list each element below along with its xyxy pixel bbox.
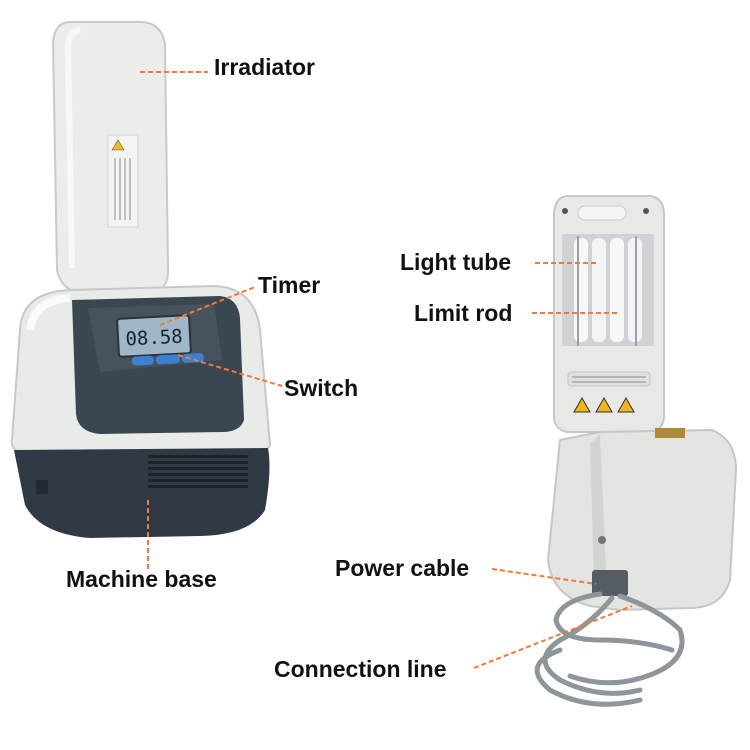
machine-base-lower (14, 448, 270, 538)
leader-connection-line (473, 605, 633, 669)
leader-timer (159, 286, 256, 326)
label-timer: Timer (258, 272, 321, 298)
cables (534, 591, 685, 707)
label-switch: Switch (284, 375, 359, 401)
warning-sticker (107, 134, 139, 228)
switch-buttons (131, 353, 204, 366)
label-limit-rod: Limit rod (414, 300, 513, 326)
label-light-tube: Light tube (400, 249, 512, 275)
leader-power-cable (491, 568, 597, 585)
timer-readout: 08.58 (125, 326, 183, 351)
leader-switch (177, 354, 283, 387)
right-base (546, 428, 738, 612)
power-connector (592, 570, 628, 596)
label-machine-base: Machine base (66, 566, 217, 592)
label-power-cable: Power cable (335, 555, 470, 581)
timer-display (116, 314, 192, 358)
leader-lines (140, 71, 633, 669)
warning-icons (573, 396, 635, 413)
label-irradiator: Irradiator (214, 54, 315, 80)
label-connection-line: Connection line (274, 656, 447, 682)
limit-rods (577, 236, 637, 346)
right-device (534, 195, 738, 707)
left-device (10, 21, 272, 538)
vent-grille (148, 455, 248, 488)
